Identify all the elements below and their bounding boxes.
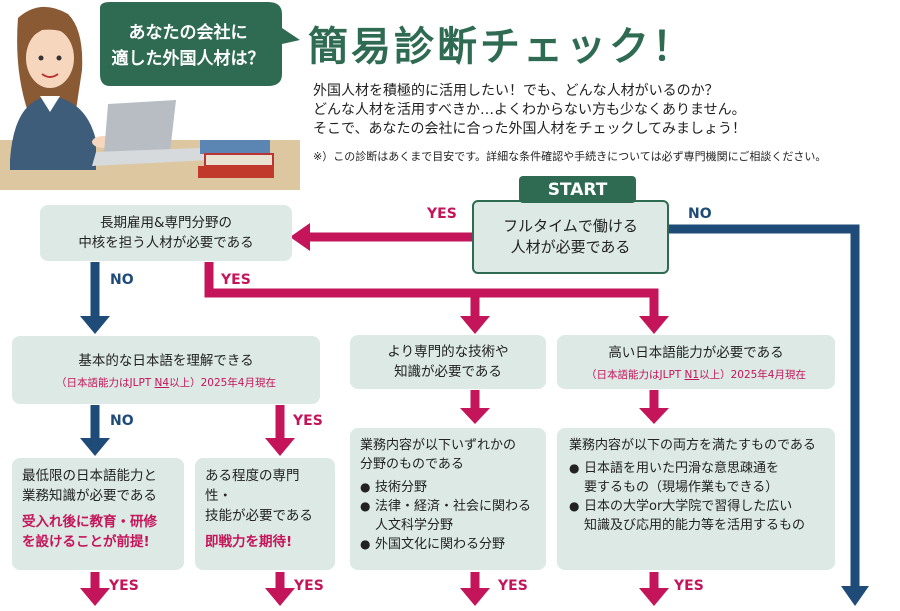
label-start-yes: YES [427,206,457,222]
basic-jp-sub-level: N4 [154,376,170,389]
mid-line2: 技能が必要である [205,508,313,524]
minimum-skill-box: 最低限の日本語能力と 業務知識が必要である 受入れ後に教育・研修 を設けることが… [12,458,184,570]
high-jp-sub-suffix: 以上）2025年4月現在 [699,368,806,381]
speech-bubble [100,2,300,86]
both-conditions-box: 業務内容が以下の両方を満たすものである 日本語を用いた円滑な意思疎通を要するもの… [557,428,835,570]
start-question-line2: 人材が必要である [510,238,631,256]
label-basic-yes: YES [293,413,323,429]
arrow-start-no [669,224,860,588]
intro-line-2: どんな人材を活用すべきか…よくわからない方も少なくありません。 [313,102,746,118]
label-basic-no: NO [110,413,134,429]
either-list: 技術分野 法律・経済・社会に関わる 人文科学分野 外国文化に関わる分野 [360,478,536,554]
basic-japanese-sub: （日本語能力はJLPT N4以上）2025年4月現在 [56,375,276,390]
either-item-culture: 外国文化に関わる分野 [360,535,536,554]
longterm-line2: 中核を担う人材が必要である [78,235,254,251]
mid-line1: ある程度の専門性・ [205,468,300,504]
longterm-line1: 長期雇用&専門分野の [99,215,233,231]
label-bottom-yes-1: YES [109,578,139,594]
either-item-humanities-text: 人文科学分野 [375,518,454,533]
minimum-line2: 業務知識が必要である [22,488,157,504]
expert-knowledge-box: より専門的な技術や 知識が必要である [350,335,546,389]
label-longterm-yes: YES [221,272,251,288]
basic-japanese-title: 基本的な日本語を理解できる [78,352,254,369]
label-start-no: NO [688,206,712,222]
basic-japanese-box: 基本的な日本語を理解できる （日本語能力はJLPT N4以上）2025年4月現在 [12,336,320,404]
minimum-line1: 最低限の日本語能力と [22,468,157,484]
high-japanese-box: 高い日本語能力が必要である （日本語能力はJLPT N1以上）2025年4月現在 [557,335,835,389]
woman-at-laptop-illustration: あなたの会社に 適した外国人材は？ [0,0,300,190]
mid-skill-box: ある程度の専門性・ 技能が必要である 即戦力を期待! [195,458,335,570]
both-line1: 業務内容が以下の両方を満たすものである [569,438,816,453]
intro-line-1: 外国人材を積極的に活用したい！でも、どんな人材がいるのか？ [313,83,719,99]
label-bottom-yes-4: YES [674,578,704,594]
label-bottom-yes-3: YES [498,578,528,594]
both-item-1a: 日本語を用いた円滑な意思疎通を [584,461,780,476]
basic-jp-sub-suffix: 以上）2025年4月現在 [169,376,276,389]
minimum-red-line2: を設けることが前提! [22,534,150,550]
both-item-2b: 知識及び応用的能力等を活用するもの [584,518,806,533]
label-longterm-no: NO [110,272,134,288]
high-jp-sub-prefix: （日本語能力はJLPT [586,368,685,381]
both-item-1b: 要するもの（現場作業もできる） [584,480,779,495]
arrow-longterm-yes [204,262,659,318]
minimum-red-line1: 受入れ後に教育・研修 [22,514,157,530]
bubble-text-line2: 適した外国人材は？ [112,48,265,69]
mid-red-line: 即戦力を期待! [205,534,293,550]
basic-jp-sub-prefix: （日本語能力はJLPT [56,376,155,389]
both-item-2a: 日本の大学or大学院で習得した広い [584,499,793,514]
either-item-law: 法律・経済・社会に関わる [360,497,536,516]
longterm-question-box: 長期雇用&専門分野の 中核を担う人材が必要である [40,205,292,261]
start-question-line1: フルタイムで働ける [503,217,638,235]
bubble-text-line1: あなたの会社に [129,22,248,43]
expert-line2: 知識が必要である [394,364,502,380]
high-jp-sub-level: N1 [684,368,700,381]
intro-text: 外国人材を積極的に活用したい！でも、どんな人材がいるのか？ どんな人材を活用すべ… [313,82,746,139]
intro-line-3: そこで、あなたの会社に合った外国人材をチェックしてみましょう！ [313,121,747,137]
page-title: 簡易診断チェック！ [308,24,695,70]
either-line1: 業務内容が以下いずれかの [360,438,517,453]
start-question-box: フルタイムで働ける 人材が必要である [472,200,669,274]
either-line2: 分野のものである [360,457,464,472]
expert-line1: より専門的な技術や [387,344,509,360]
disclaimer-note: ※）この診断はあくまで目安です。詳細な条件確認や手続きについては必ず専門機関にご… [313,150,827,163]
label-bottom-yes-2: YES [294,578,324,594]
high-japanese-sub: （日本語能力はJLPT N1以上）2025年4月現在 [586,367,806,382]
either-item-humanities: 人文科学分野 [360,516,536,535]
high-japanese-title: 高い日本語能力が必要である [608,344,784,361]
either-field-box: 業務内容が以下いずれかの 分野のものである 技術分野 法律・経済・社会に関わる … [350,428,546,570]
start-badge: START [519,176,636,203]
either-item-technical: 技術分野 [360,478,536,497]
